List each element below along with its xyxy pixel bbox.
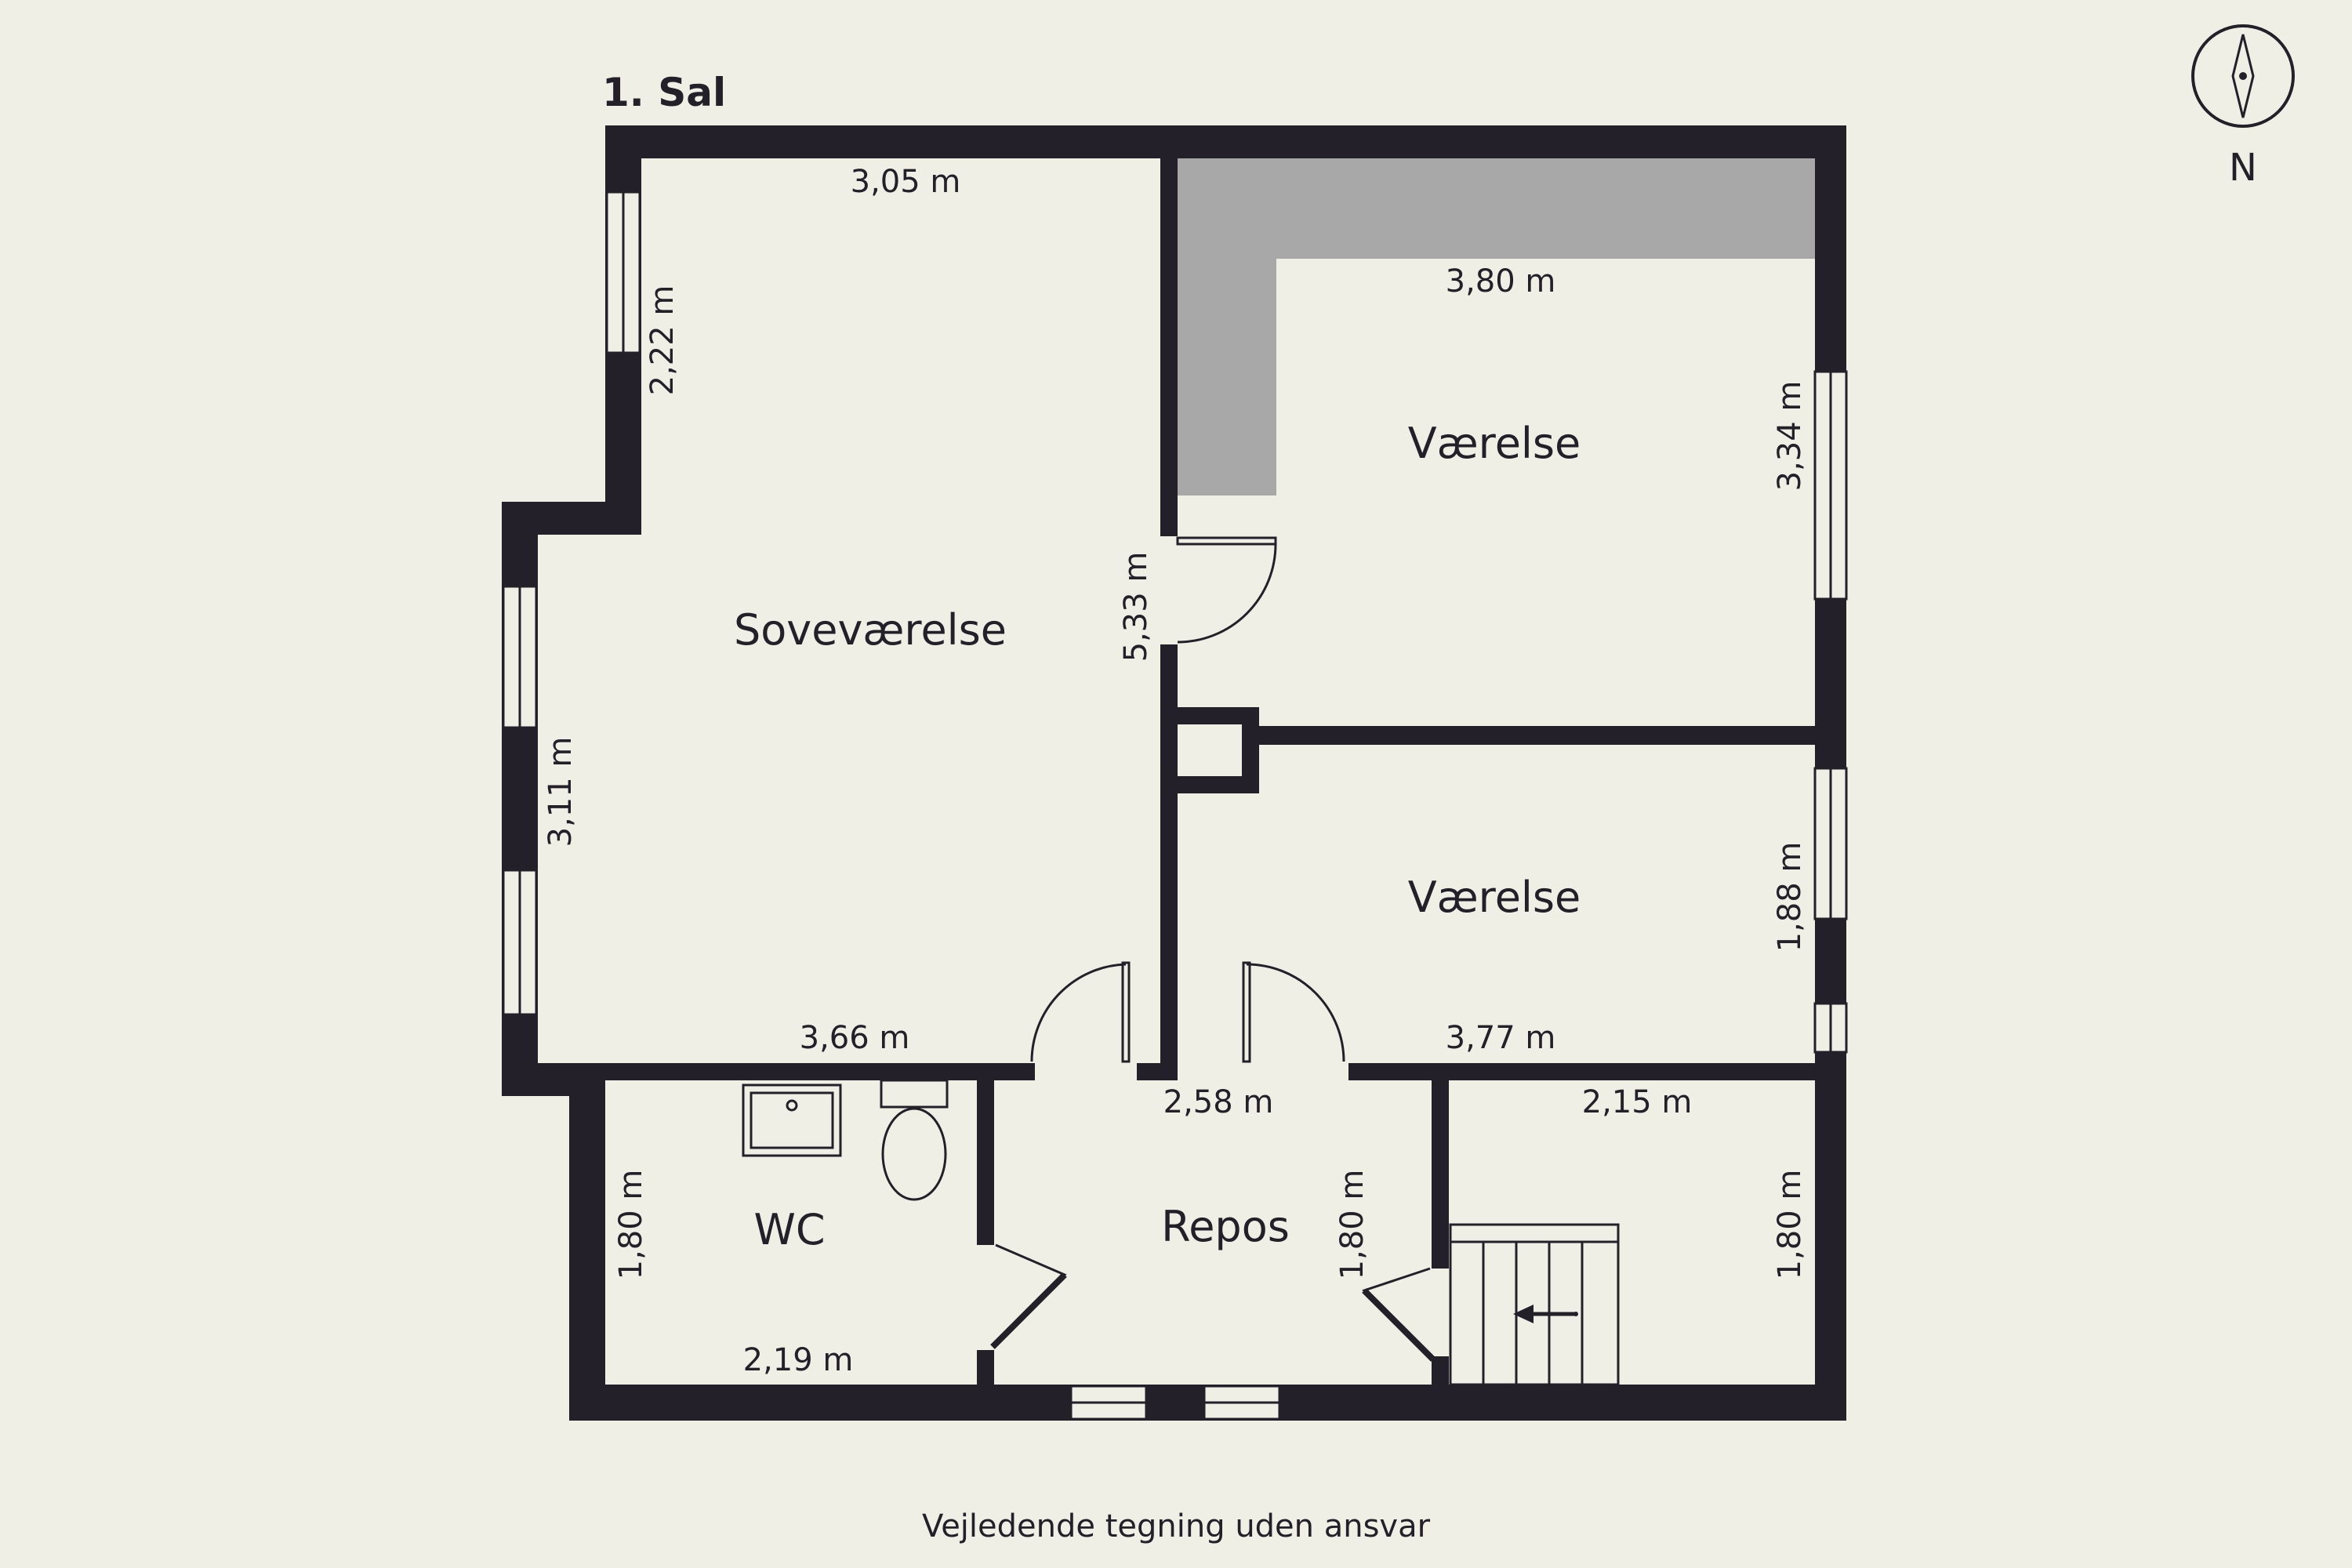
dim-landing-height: 1,80 m <box>1334 1170 1370 1280</box>
door-stair <box>1362 1267 1436 1362</box>
footer-note: Vejledende tegning uden ansvar <box>922 1508 1431 1544</box>
dim-wc-height: 1,80 m <box>613 1170 649 1280</box>
door-wc <box>990 1243 1067 1349</box>
dim-landing-width: 2,58 m <box>1163 1084 1274 1120</box>
dim-bedroom-top: 3,05 m <box>851 164 961 200</box>
room-label-landing: Repos <box>1161 1202 1290 1251</box>
doors <box>990 536 1436 1362</box>
dim-bedroom-window: 2,22 m <box>644 285 681 396</box>
floor-label: 1. Sal <box>602 70 726 115</box>
compass-label: N <box>2229 146 2257 190</box>
room-label-room-mid: Værelse <box>1408 873 1581 922</box>
toilet-icon <box>880 1079 949 1201</box>
room-label-wc: WC <box>753 1205 825 1254</box>
door-room-top <box>1176 536 1277 644</box>
staircase <box>1449 1223 1620 1386</box>
sink-icon <box>742 1083 842 1157</box>
stair-arrow-icon <box>1513 1305 1578 1323</box>
compass-icon <box>2191 24 2295 128</box>
door-room-mid <box>1242 961 1345 1063</box>
room-label-bedroom: Soveværelse <box>734 605 1007 655</box>
dim-room-top-height: 3,34 m <box>1772 381 1808 492</box>
dim-room-mid-height: 1,88 m <box>1772 842 1808 953</box>
dim-room-mid-width: 3,77 m <box>1446 1020 1556 1056</box>
dim-partition: 5,33 m <box>1118 552 1154 662</box>
door-openings <box>975 536 1450 1356</box>
sloped-ceiling-area <box>1178 158 1815 495</box>
dim-stair-height: 1,80 m <box>1772 1170 1808 1280</box>
door-bedroom <box>1030 961 1131 1063</box>
room-label-room-top: Værelse <box>1408 419 1581 468</box>
dim-bedroom-bottom: 3,66 m <box>800 1020 910 1056</box>
dim-stair-width: 2,15 m <box>1582 1084 1693 1120</box>
windows <box>502 191 1848 1421</box>
dim-wc-width: 2,19 m <box>743 1342 854 1378</box>
dim-bedroom-left: 3,11 m <box>543 737 579 848</box>
dim-room-top-width: 3,80 m <box>1446 263 1556 299</box>
